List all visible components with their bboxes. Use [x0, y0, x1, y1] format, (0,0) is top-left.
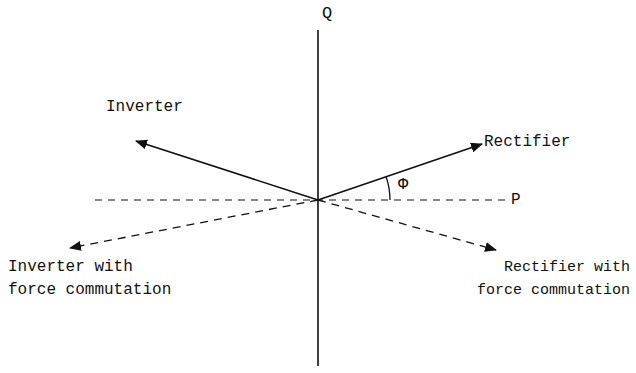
angle-label: Φ: [398, 175, 408, 195]
inverter-vector: [136, 141, 318, 200]
vector-label: Inverter with force commutation: [8, 256, 188, 302]
rectifier-force-vector: [318, 200, 496, 250]
angle-arc: [386, 177, 390, 200]
vector-label: Rectifier: [484, 131, 570, 154]
inverter-force-vector: [70, 200, 318, 248]
vector-label: Rectifier with force commutation: [466, 256, 630, 302]
axis-label: Q: [322, 4, 332, 24]
p-axis: [95, 199, 505, 200]
q-axis: [317, 30, 319, 366]
axis-label: P: [511, 189, 521, 212]
rectifier-vector: [318, 144, 482, 200]
vector-label: Inverter: [106, 96, 183, 119]
